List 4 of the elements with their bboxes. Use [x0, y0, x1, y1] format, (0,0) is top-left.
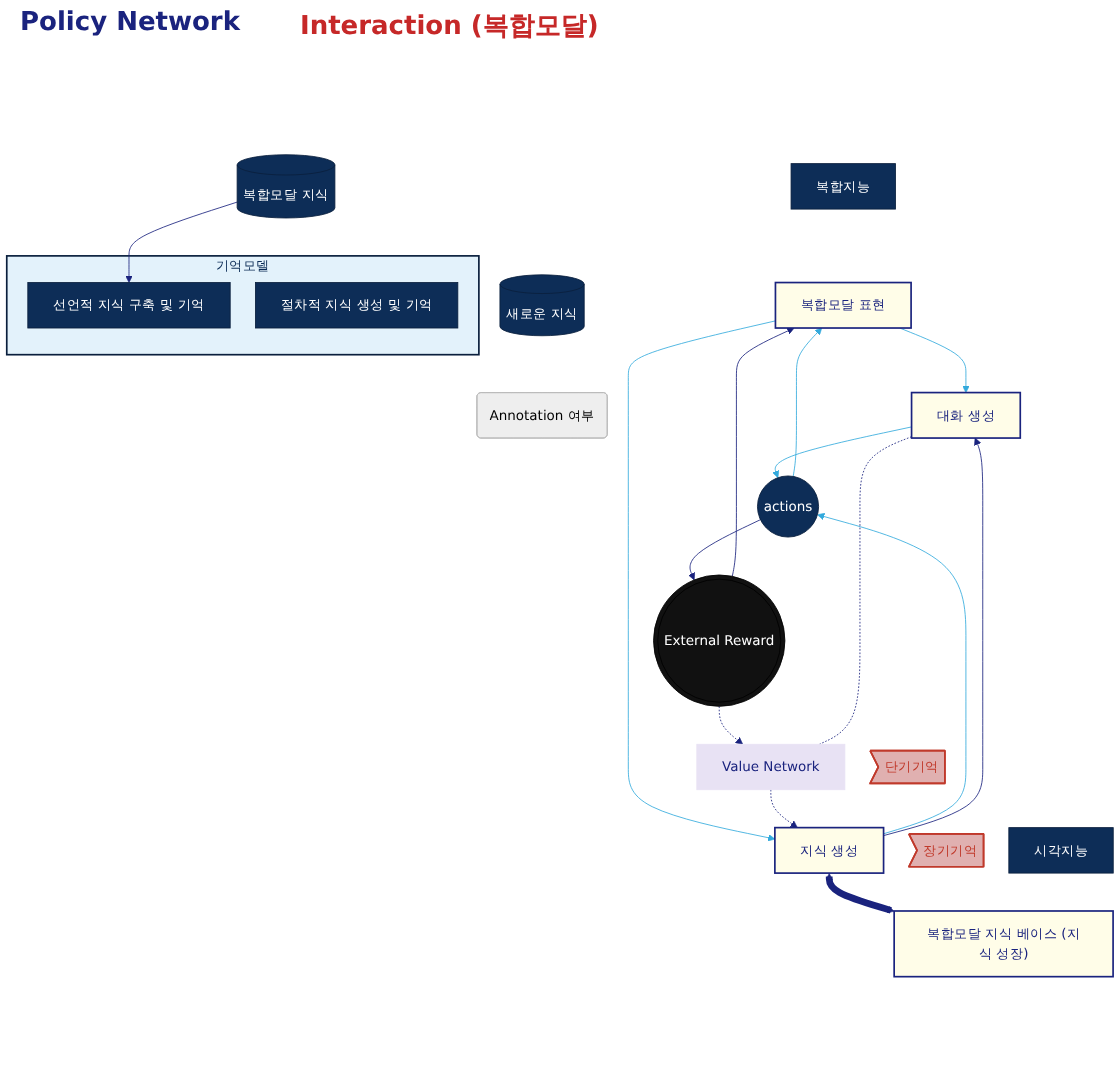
network-label: Policy Network	[20, 8, 240, 42]
network-label: Interaction (복합모달)	[300, 10, 599, 44]
connector	[819, 435, 912, 744]
arrow	[825, 872, 895, 913]
